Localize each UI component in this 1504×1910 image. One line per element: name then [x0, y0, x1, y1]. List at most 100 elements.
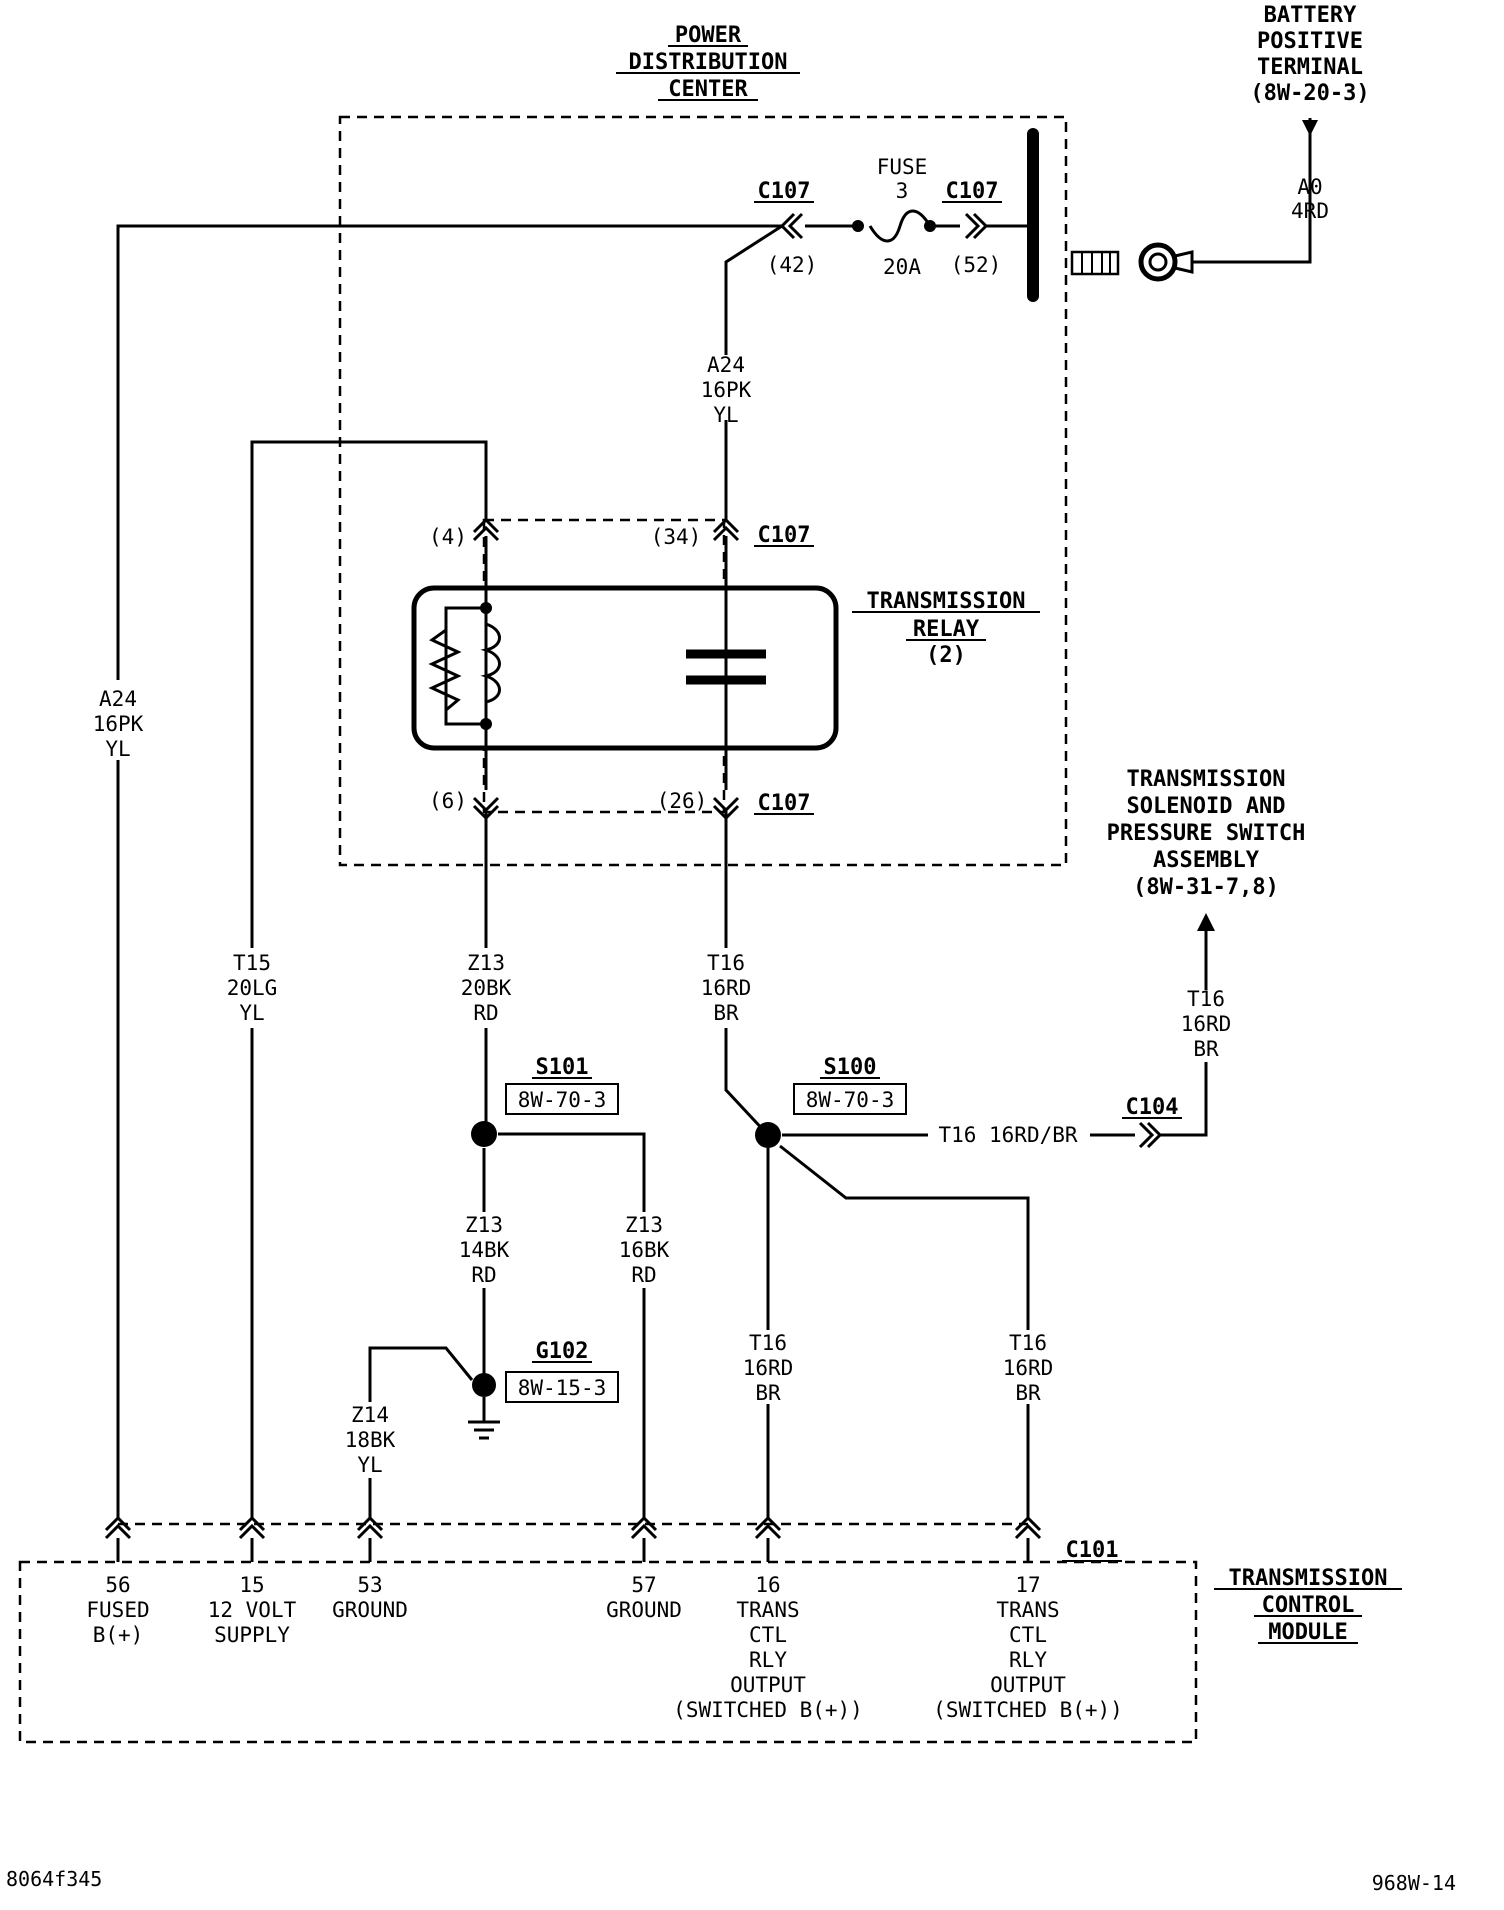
pin-26-label: (26): [657, 789, 708, 813]
svg-text:TRANS: TRANS: [996, 1598, 1059, 1622]
svg-text:TRANSMISSION: TRANSMISSION: [867, 589, 1026, 614]
svg-text:CTL: CTL: [749, 1623, 787, 1647]
c101-pin17-chevron: [1014, 1515, 1042, 1540]
svg-text:16: 16: [755, 1573, 780, 1597]
svg-text:TRANSMISSION: TRANSMISSION: [1127, 767, 1286, 792]
footer-left-code: 8064f345: [6, 1867, 102, 1891]
c104-connector: [1138, 1121, 1163, 1149]
c101-pin53-chevron: [356, 1515, 384, 1540]
svg-text:BR: BR: [755, 1381, 781, 1405]
fuse-3-symbol: [868, 209, 932, 243]
wire-label-t15: T15 20LG YL: [227, 951, 278, 1025]
wire-z13-16bk: [498, 1132, 646, 1212]
svg-text:16RD: 16RD: [1003, 1356, 1054, 1380]
svg-text:B(+): B(+): [93, 1623, 144, 1647]
svg-text:CTL: CTL: [1009, 1623, 1047, 1647]
svg-text:SUPPLY: SUPPLY: [214, 1623, 290, 1647]
svg-text:BR: BR: [1015, 1381, 1041, 1405]
svg-text:Z13: Z13: [625, 1213, 663, 1237]
svg-text:Z14: Z14: [351, 1403, 389, 1427]
svg-text:RD: RD: [631, 1263, 656, 1287]
svg-text:(8W-31-7,8): (8W-31-7,8): [1133, 875, 1279, 900]
transmission-relay-body: [411, 585, 839, 751]
pdc-title: POWER DISTRIBUTION CENTER: [616, 23, 800, 102]
c107-pin34-chevron: [712, 517, 740, 542]
pin-6-label: (6): [429, 789, 467, 813]
c107-label-right: C107: [946, 179, 999, 204]
svg-text:Z13: Z13: [465, 1213, 503, 1237]
wire-label-z14: Z14 18BK YL: [345, 1403, 396, 1477]
svg-text:OUTPUT: OUTPUT: [730, 1673, 806, 1697]
svg-text:TRANSMISSION: TRANSMISSION: [1229, 1566, 1388, 1591]
svg-text:53: 53: [357, 1573, 382, 1597]
svg-text:16BK: 16BK: [619, 1238, 670, 1262]
svg-text:POWER: POWER: [675, 23, 742, 48]
tcm-pin-17: 17 TRANS CTL RLY OUTPUT (SWITCHED B(+)): [933, 1573, 1123, 1722]
svg-text:16RD: 16RD: [743, 1356, 794, 1380]
svg-text:GROUND: GROUND: [332, 1598, 408, 1622]
svg-text:14BK: 14BK: [459, 1238, 510, 1262]
svg-text:RD: RD: [471, 1263, 496, 1287]
svg-text:RLY: RLY: [749, 1648, 787, 1672]
svg-text:TRANS: TRANS: [736, 1598, 799, 1622]
svg-text:OUTPUT: OUTPUT: [990, 1673, 1066, 1697]
svg-text:RD: RD: [473, 1001, 498, 1025]
wire-t15: [250, 440, 488, 948]
transmission-relay-title: TRANSMISSION RELAY (2): [852, 589, 1040, 668]
wire-label-z13-16bk: Z13 16BK RD: [619, 1213, 670, 1287]
wire-label-t16-c104: T16 16RD/BR: [938, 1123, 1077, 1147]
svg-text:16PK: 16PK: [93, 712, 144, 736]
svg-text:16PK: 16PK: [701, 378, 752, 402]
svg-text:T16: T16: [749, 1331, 787, 1355]
c107-label-34: C107: [758, 523, 811, 548]
transmission-control-module-box: [18, 1560, 1198, 1744]
svg-text:DISTRIBUTION: DISTRIBUTION: [629, 50, 788, 75]
wire-label-t16-main: T16 16RD BR: [701, 951, 752, 1025]
wire-label-z13-20bk: Z13 20BK RD: [461, 951, 512, 1025]
svg-text:12 VOLT: 12 VOLT: [208, 1598, 297, 1622]
relay-resistor: [428, 628, 462, 712]
tcm-pin-16: 16 TRANS CTL RLY OUTPUT (SWITCHED B(+)): [673, 1573, 863, 1722]
tcm-pin-15: 15 12 VOLT SUPPLY: [208, 1573, 297, 1647]
c101-pin16-chevron: [754, 1515, 782, 1540]
svg-text:RLY: RLY: [1009, 1648, 1047, 1672]
svg-text:16RD: 16RD: [1181, 1012, 1232, 1036]
c107-label-26: C107: [758, 791, 811, 816]
s100-ref: 8W-70-3: [806, 1088, 895, 1112]
svg-text:A0: A0: [1297, 175, 1322, 199]
svg-text:MODULE: MODULE: [1268, 1620, 1347, 1645]
c107-pin4-chevron: [472, 517, 500, 542]
svg-text:(SWITCHED B(+)): (SWITCHED B(+)): [673, 1698, 863, 1722]
splice-s100: [755, 1122, 781, 1148]
svg-text:T16: T16: [1187, 987, 1225, 1011]
svg-text:CONTROL: CONTROL: [1262, 1593, 1355, 1618]
c101-pin57-chevron: [630, 1515, 658, 1540]
wire-label-a24-left: A24 16PK YL: [93, 687, 144, 761]
c107-pin6-chevron: [472, 796, 500, 821]
svg-text:57: 57: [631, 1573, 656, 1597]
svg-text:SOLENOID AND: SOLENOID AND: [1127, 794, 1286, 819]
svg-text:Z13: Z13: [467, 951, 505, 975]
svg-text:56: 56: [105, 1573, 130, 1597]
pin-34-label: (34): [651, 525, 702, 549]
wire-label-t16-pin16: T16 16RD BR: [743, 1331, 794, 1405]
svg-text:BR: BR: [713, 1001, 739, 1025]
pin-4-label: (4): [429, 525, 467, 549]
svg-text:A24: A24: [99, 687, 137, 711]
solenoid-assembly-title: TRANSMISSION SOLENOID AND PRESSURE SWITC…: [1107, 767, 1306, 900]
wire-t16-to-pin17: [779, 1144, 1030, 1330]
svg-text:A24: A24: [707, 353, 745, 377]
g102-label: G102: [536, 1339, 589, 1364]
svg-text:CENTER: CENTER: [668, 77, 748, 102]
c107-pin42-connector: [779, 212, 804, 240]
wire-z14: [368, 1346, 474, 1402]
tcm-pin-57: 57 GROUND: [606, 1573, 682, 1622]
s100-label: S100: [824, 1055, 877, 1080]
svg-text:T16: T16: [1009, 1331, 1047, 1355]
tcm-pin-56: 56 FUSED B(+): [86, 1573, 149, 1647]
svg-text:16RD: 16RD: [701, 976, 752, 1000]
svg-text:FUSED: FUSED: [86, 1598, 149, 1622]
svg-text:(2): (2): [926, 643, 966, 668]
svg-text:4RD: 4RD: [1291, 199, 1329, 223]
